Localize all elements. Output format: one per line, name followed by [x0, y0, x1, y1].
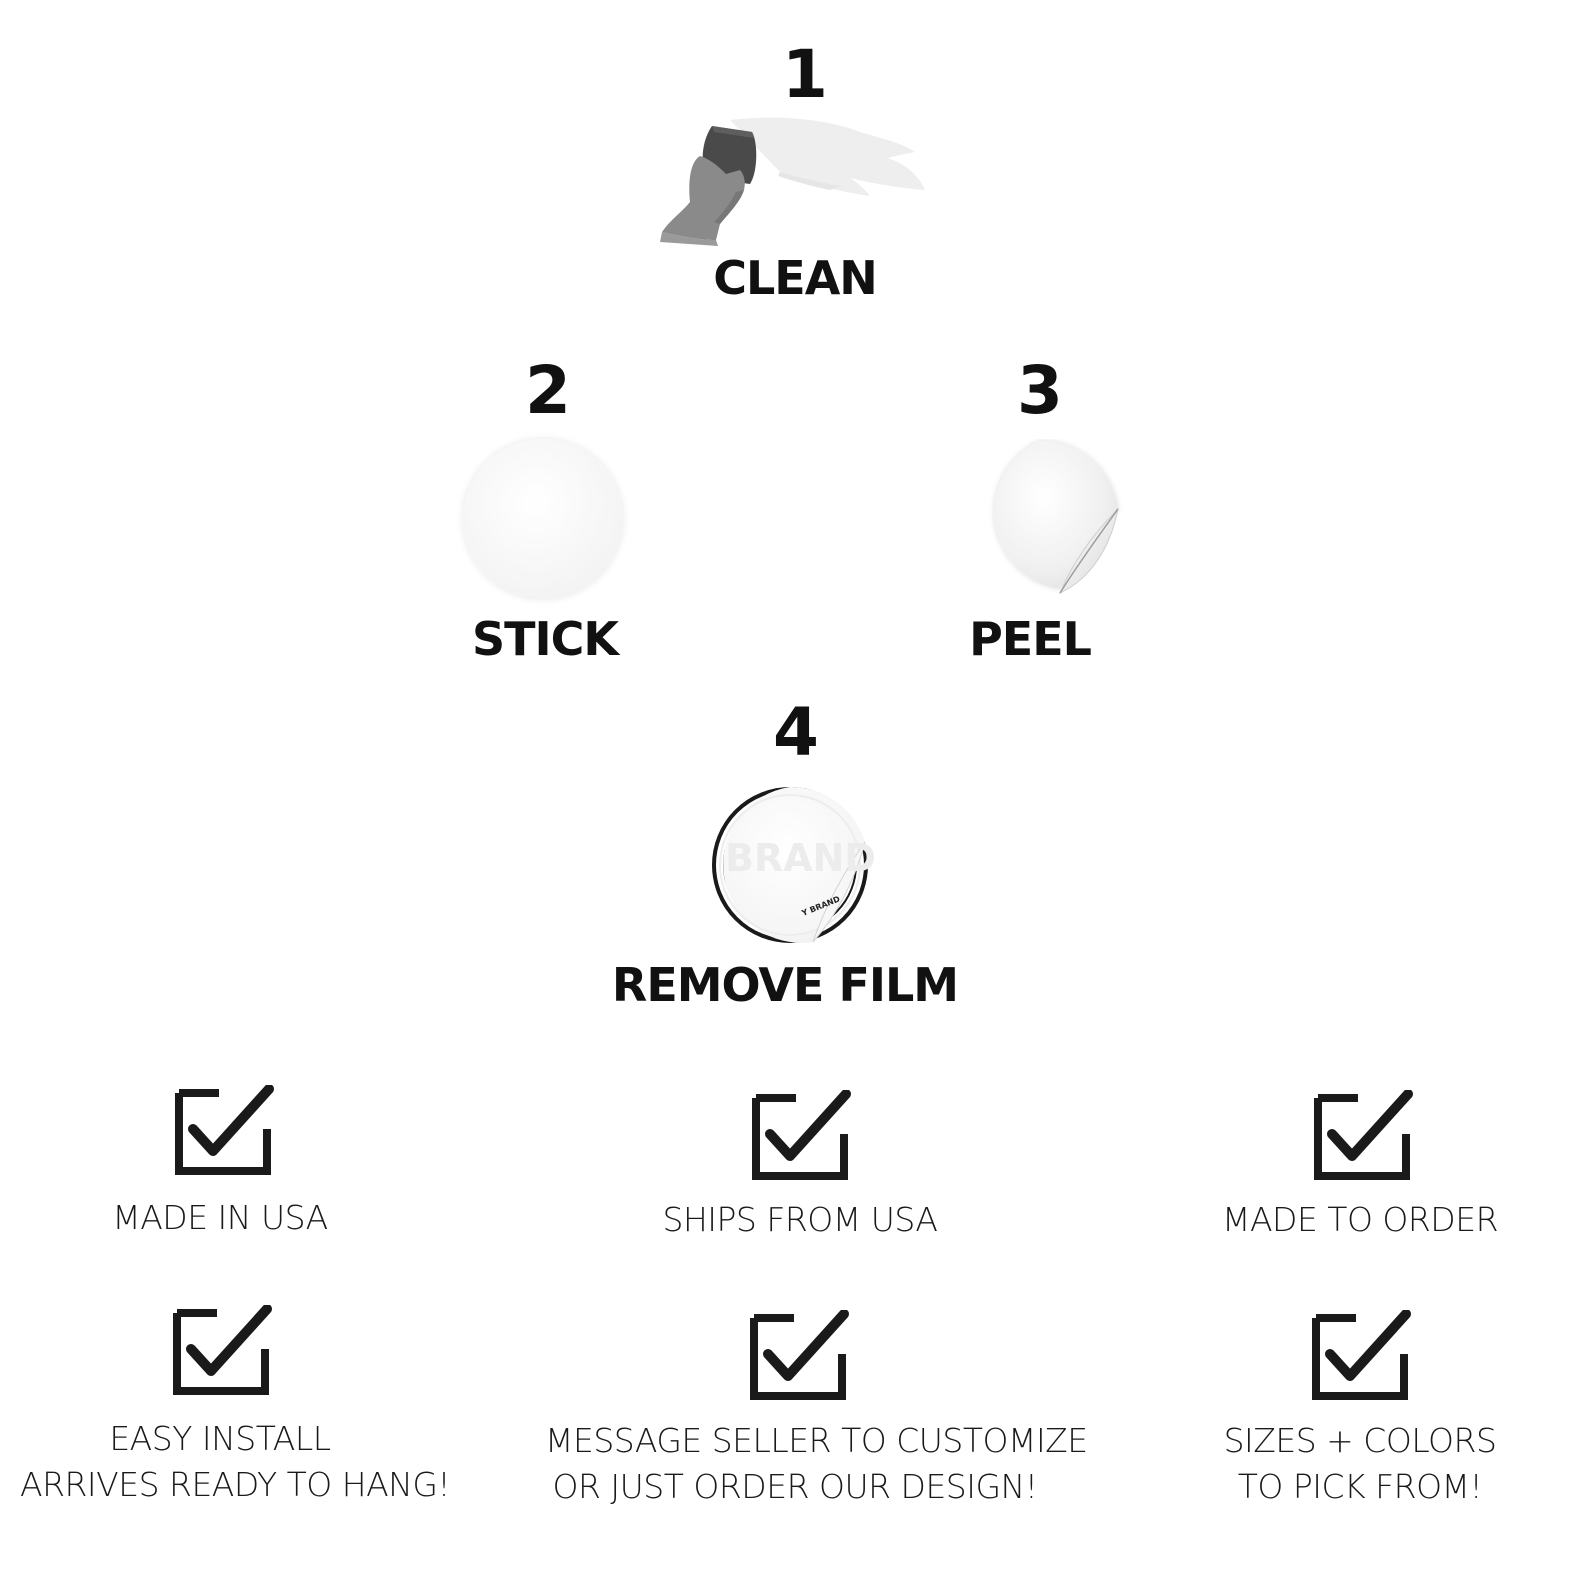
feature-line: SIZES + COLORS [1223, 1421, 1497, 1460]
step-3-label: PEEL [969, 612, 1092, 666]
feature-line: SHIPS FROM USA [662, 1200, 938, 1239]
feature-made-in-usa: MADE IN USA [60, 1195, 380, 1241]
feature-line: TO PICK FROM! [1237, 1467, 1483, 1506]
feature-ships-from-usa: SHIPS FROM USA [620, 1197, 980, 1243]
feature-easy-install: EASY INSTALL ARRIVES READY TO HANG! [20, 1416, 451, 1508]
step-1-label: CLEAN [713, 251, 878, 305]
brand-sticker-film-icon: BRAND Y BRAND [705, 780, 876, 950]
feature-line: OR JUST ORDER OUR DESIGN! [552, 1467, 1038, 1506]
step-4-label: REMOVE FILM [611, 958, 959, 1012]
feature-line: MADE TO ORDER [1221, 1200, 1499, 1239]
feature-line: ARRIVES READY TO HANG! [20, 1465, 451, 1504]
step-4-number: 4 [773, 694, 819, 771]
feature-sizes-colors: SIZES + COLORS TO PICK FROM! [1190, 1418, 1530, 1510]
blank-sticker-icon [463, 439, 623, 599]
step-2-number: 2 [525, 352, 571, 429]
checkbox-checked-icon [175, 1085, 274, 1175]
feature-line: MESSAGE SELLER TO CUSTOMIZE [545, 1421, 1088, 1460]
feature-line: EASY INSTALL [109, 1419, 331, 1458]
brand-text: BRAND [725, 836, 876, 880]
feature-made-to-order: MADE TO ORDER [1190, 1197, 1530, 1243]
step-1-number: 1 [782, 36, 828, 113]
step-2-label: STICK [471, 612, 619, 666]
checkbox-checked-icon [750, 1310, 849, 1400]
gloved-hand-sponge-icon [660, 117, 925, 246]
checkbox-checked-icon [1312, 1310, 1411, 1400]
checkbox-checked-icon [173, 1305, 272, 1395]
peeling-sticker-icon [994, 440, 1119, 594]
checkbox-checked-icon [1314, 1090, 1413, 1180]
feature-line: MADE IN USA [112, 1198, 328, 1237]
step-3-number: 3 [1017, 352, 1063, 429]
checkbox-checked-icon [752, 1090, 851, 1180]
feature-customize: MESSAGE SELLER TO CUSTOMIZE OR JUST ORDE… [545, 1418, 1088, 1510]
